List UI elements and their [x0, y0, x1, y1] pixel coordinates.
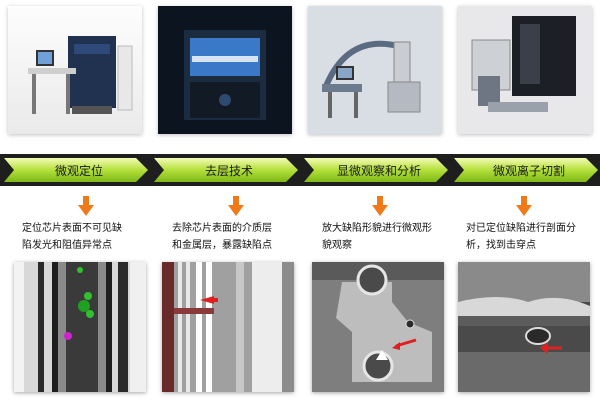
sem-defect-image	[312, 262, 444, 392]
equipment-photo-3	[308, 6, 442, 134]
failure-analysis-station-icon	[28, 36, 133, 114]
equipment-photo-1	[8, 6, 142, 134]
delayering-machine-icon	[158, 6, 292, 134]
process-flow-arrow	[0, 154, 600, 186]
stage-label-4: 微观离子切割	[492, 164, 565, 178]
equipment-photo-2	[158, 6, 292, 134]
description-line: 对已定位缺陷进行剖面分	[466, 223, 576, 234]
focused-ion-beam-icon	[458, 6, 592, 134]
emission-micrograph-image	[14, 262, 146, 392]
stage-description-1: 定位芯片表面不可见缺 陷发光和阻值异常点	[22, 220, 150, 254]
description-line: 析，找到击穿点	[466, 240, 536, 251]
stage-column-4	[450, 0, 600, 400]
micrograph-2	[162, 262, 294, 392]
down-arrow-icon	[372, 196, 388, 216]
stage-column-1	[0, 0, 150, 400]
stage-description-2: 去除芯片表面的介质层 和金属层，暴露缺陷点	[172, 220, 300, 254]
down-arrow-icon	[228, 196, 244, 216]
fib-cross-section-image	[458, 262, 590, 392]
stage-label-2: 去层技术	[204, 164, 253, 178]
stage-column-2	[150, 0, 300, 400]
delayered-chip-image	[162, 262, 294, 392]
equipment-photo-4	[458, 6, 592, 134]
micrograph-3	[312, 262, 444, 392]
stage-label-1: 微观定位	[54, 164, 103, 178]
down-arrow-icon	[78, 196, 94, 216]
down-arrow-icon	[516, 196, 532, 216]
micrograph-4	[458, 262, 590, 392]
stage-description-3: 放大缺陷形貌进行微观形 貌观察	[322, 220, 450, 254]
description-line: 和金属层，暴露缺陷点	[172, 240, 272, 251]
micrograph-1	[14, 262, 146, 392]
description-line: 貌观察	[322, 240, 352, 251]
description-line: 定位芯片表面不可见缺	[22, 223, 122, 234]
description-line: 陷发光和阻值异常点	[22, 240, 112, 251]
stage-description-4: 对已定位缺陷进行剖面分 析，找到击穿点	[466, 220, 596, 254]
description-line: 去除芯片表面的介质层	[172, 223, 272, 234]
stage-column-3	[300, 0, 450, 400]
description-line: 放大缺陷形貌进行微观形	[322, 223, 432, 234]
stage-label-3: 显微观察和分析	[336, 164, 421, 178]
electron-microscope-icon	[308, 6, 442, 134]
